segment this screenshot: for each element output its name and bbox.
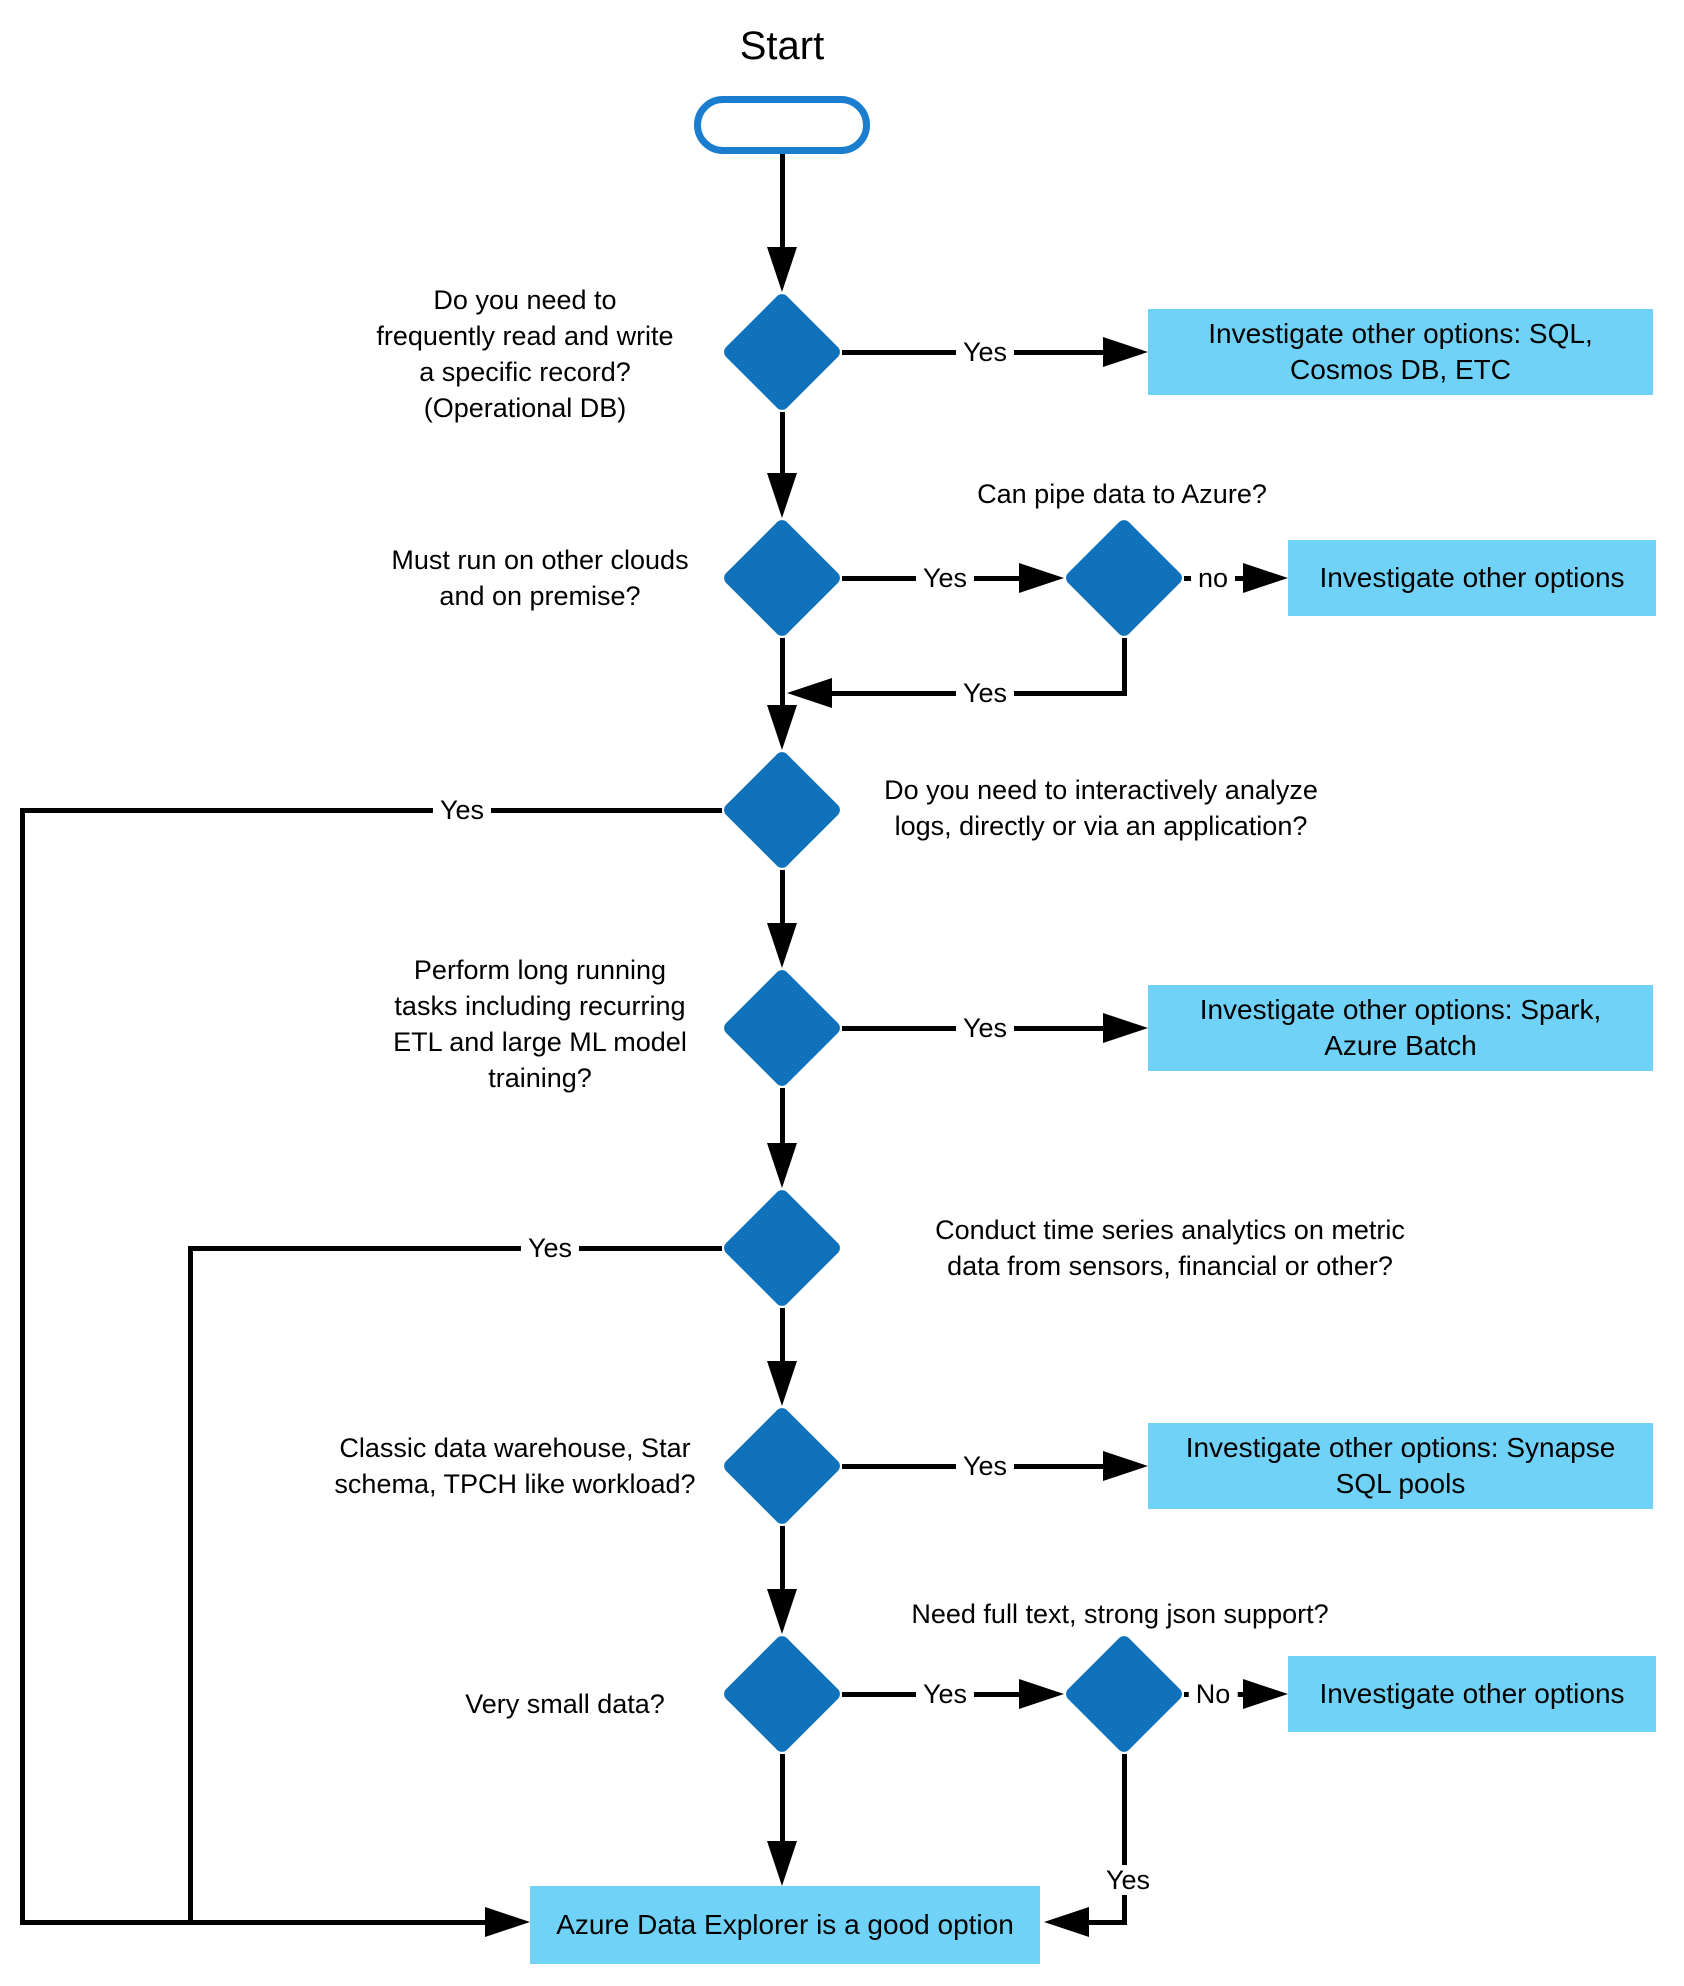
label-line: Investigate other options: Spark, (1199, 994, 1602, 1025)
option-box-spark-batch: Investigate other options: Spark, Azure … (1148, 985, 1653, 1071)
label-line: Investigate other options (1319, 562, 1625, 593)
label-line: Very small data? (465, 1689, 665, 1719)
connector-line (188, 1246, 193, 1922)
label-line: Must run on other clouds (391, 545, 689, 575)
label-line: tasks including recurring (394, 991, 686, 1021)
edge-label-yes: Yes (915, 1679, 975, 1709)
label-line: Investigate other options (1319, 1678, 1625, 1709)
arrowhead-right-icon (1019, 563, 1064, 593)
question-pipe-azure-label: Can pipe data to Azure? (942, 476, 1302, 512)
result-box-azure-data-explorer: Azure Data Explorer is a good option (530, 1886, 1040, 1964)
connector-line (20, 1920, 487, 1925)
connector-line (1087, 1920, 1127, 1925)
decision-other-clouds (721, 517, 843, 639)
decision-time-series (721, 1187, 843, 1309)
label-line: Do you need to interactively analyze (884, 775, 1318, 805)
question-long-running-label: Perform long running tasks including rec… (365, 952, 715, 1096)
label-line: Investigate other options: SQL, (1208, 318, 1593, 349)
connector-line (1122, 1754, 1127, 1922)
decision-small-data (721, 1633, 843, 1755)
option-box-sql-cosmos: Investigate other options: SQL, Cosmos D… (1148, 309, 1653, 395)
label-line: Azure Batch (1324, 1030, 1477, 1061)
label-line: Do you need to (433, 285, 617, 315)
arrowhead-right-icon (1103, 1013, 1148, 1043)
decision-long-running (721, 967, 843, 1089)
connector-line (780, 1526, 785, 1591)
label-line: Cosmos DB, ETC (1290, 354, 1511, 385)
arrowhead-left-icon (787, 678, 832, 708)
arrowhead-right-icon (485, 1907, 530, 1937)
edge-label-yes: Yes (955, 1013, 1015, 1043)
question-other-clouds-label: Must run on other clouds and on premise? (365, 542, 715, 614)
arrowhead-right-icon (1243, 1679, 1288, 1709)
arrowhead-right-icon (1243, 563, 1288, 593)
label-line: Can pipe data to Azure? (977, 479, 1267, 509)
arrowhead-down-icon (767, 473, 797, 518)
connector-line (780, 638, 785, 707)
option-box-synapse: Investigate other options: Synapse SQL p… (1148, 1423, 1653, 1509)
edge-label-no: No (1188, 1679, 1238, 1709)
label-line: Classic data warehouse, Star (339, 1433, 691, 1463)
label-line: SQL pools (1335, 1468, 1466, 1499)
connector-line (780, 870, 785, 925)
connector-line (1122, 638, 1127, 695)
edge-label-yes: Yes (955, 678, 1015, 708)
label-line: Conduct time series analytics on metric (935, 1215, 1405, 1245)
label-line: and on premise? (439, 581, 641, 611)
question-small-data-label: Very small data? (420, 1686, 710, 1722)
question-interactive-logs-label: Do you need to interactively analyze log… (866, 772, 1336, 844)
label-line: a specific record? (419, 357, 631, 387)
arrowhead-left-icon (1044, 1907, 1089, 1937)
arrowhead-right-icon (1103, 1451, 1148, 1481)
label-line: Azure Data Explorer is a good option (556, 1909, 1014, 1940)
edge-label-yes: Yes (955, 1451, 1015, 1481)
connector-line (190, 1246, 722, 1251)
option-box-other-options-2: Investigate other options (1288, 1656, 1656, 1732)
label-line: ETL and large ML model (393, 1027, 687, 1057)
arrowhead-down-icon (767, 1143, 797, 1188)
connector-line (20, 808, 25, 1922)
edge-label-yes: Yes (520, 1233, 580, 1263)
decision-classic-dw (721, 1405, 843, 1527)
label-line: schema, TPCH like workload? (334, 1469, 696, 1499)
arrowhead-down-icon (767, 1361, 797, 1406)
label-line: (Operational DB) (423, 393, 627, 423)
decision-interactive-logs (721, 749, 843, 871)
decision-read-write (721, 291, 843, 413)
decision-full-text (1063, 1633, 1185, 1755)
arrowhead-down-icon (767, 705, 797, 750)
decision-pipe-azure (1063, 517, 1185, 639)
label-line: logs, directly or via an application? (894, 811, 1308, 841)
label-line: data from sensors, financial or other? (947, 1251, 1393, 1281)
arrowhead-right-icon (1103, 337, 1148, 367)
connector-line (780, 154, 785, 249)
edge-label-yes: Yes (915, 563, 975, 593)
arrowhead-down-icon (767, 247, 797, 292)
connector-line (780, 412, 785, 475)
label-line: training? (488, 1063, 592, 1093)
option-box-other-options-1: Investigate other options (1288, 540, 1656, 616)
edge-label-no: no (1190, 563, 1236, 593)
label-line: Need full text, strong json support? (911, 1599, 1329, 1629)
edge-label-yes: Yes (955, 337, 1015, 367)
label-line: frequently read and write (376, 321, 674, 351)
edge-label-yes: Yes (432, 795, 492, 825)
start-label: Start (739, 24, 825, 68)
connector-line (780, 1088, 785, 1145)
question-read-write-label: Do you need to frequently read and write… (350, 282, 700, 426)
connector-line (22, 808, 722, 813)
arrowhead-right-icon (1019, 1679, 1064, 1709)
arrowhead-down-icon (767, 1589, 797, 1634)
label-line: Perform long running (413, 955, 667, 985)
arrowhead-down-icon (767, 1841, 797, 1886)
question-time-series-label: Conduct time series analytics on metric … (910, 1212, 1430, 1284)
connector-line (780, 1308, 785, 1363)
start-terminator-node (694, 96, 870, 154)
connector-line (780, 1754, 785, 1843)
edge-label-yes: Yes (1098, 1865, 1158, 1895)
question-full-text-label: Need full text, strong json support? (880, 1596, 1360, 1632)
question-classic-dw-label: Classic data warehouse, Star schema, TPC… (320, 1430, 710, 1502)
label-line: Investigate other options: Synapse (1185, 1432, 1616, 1463)
arrowhead-down-icon (767, 923, 797, 968)
